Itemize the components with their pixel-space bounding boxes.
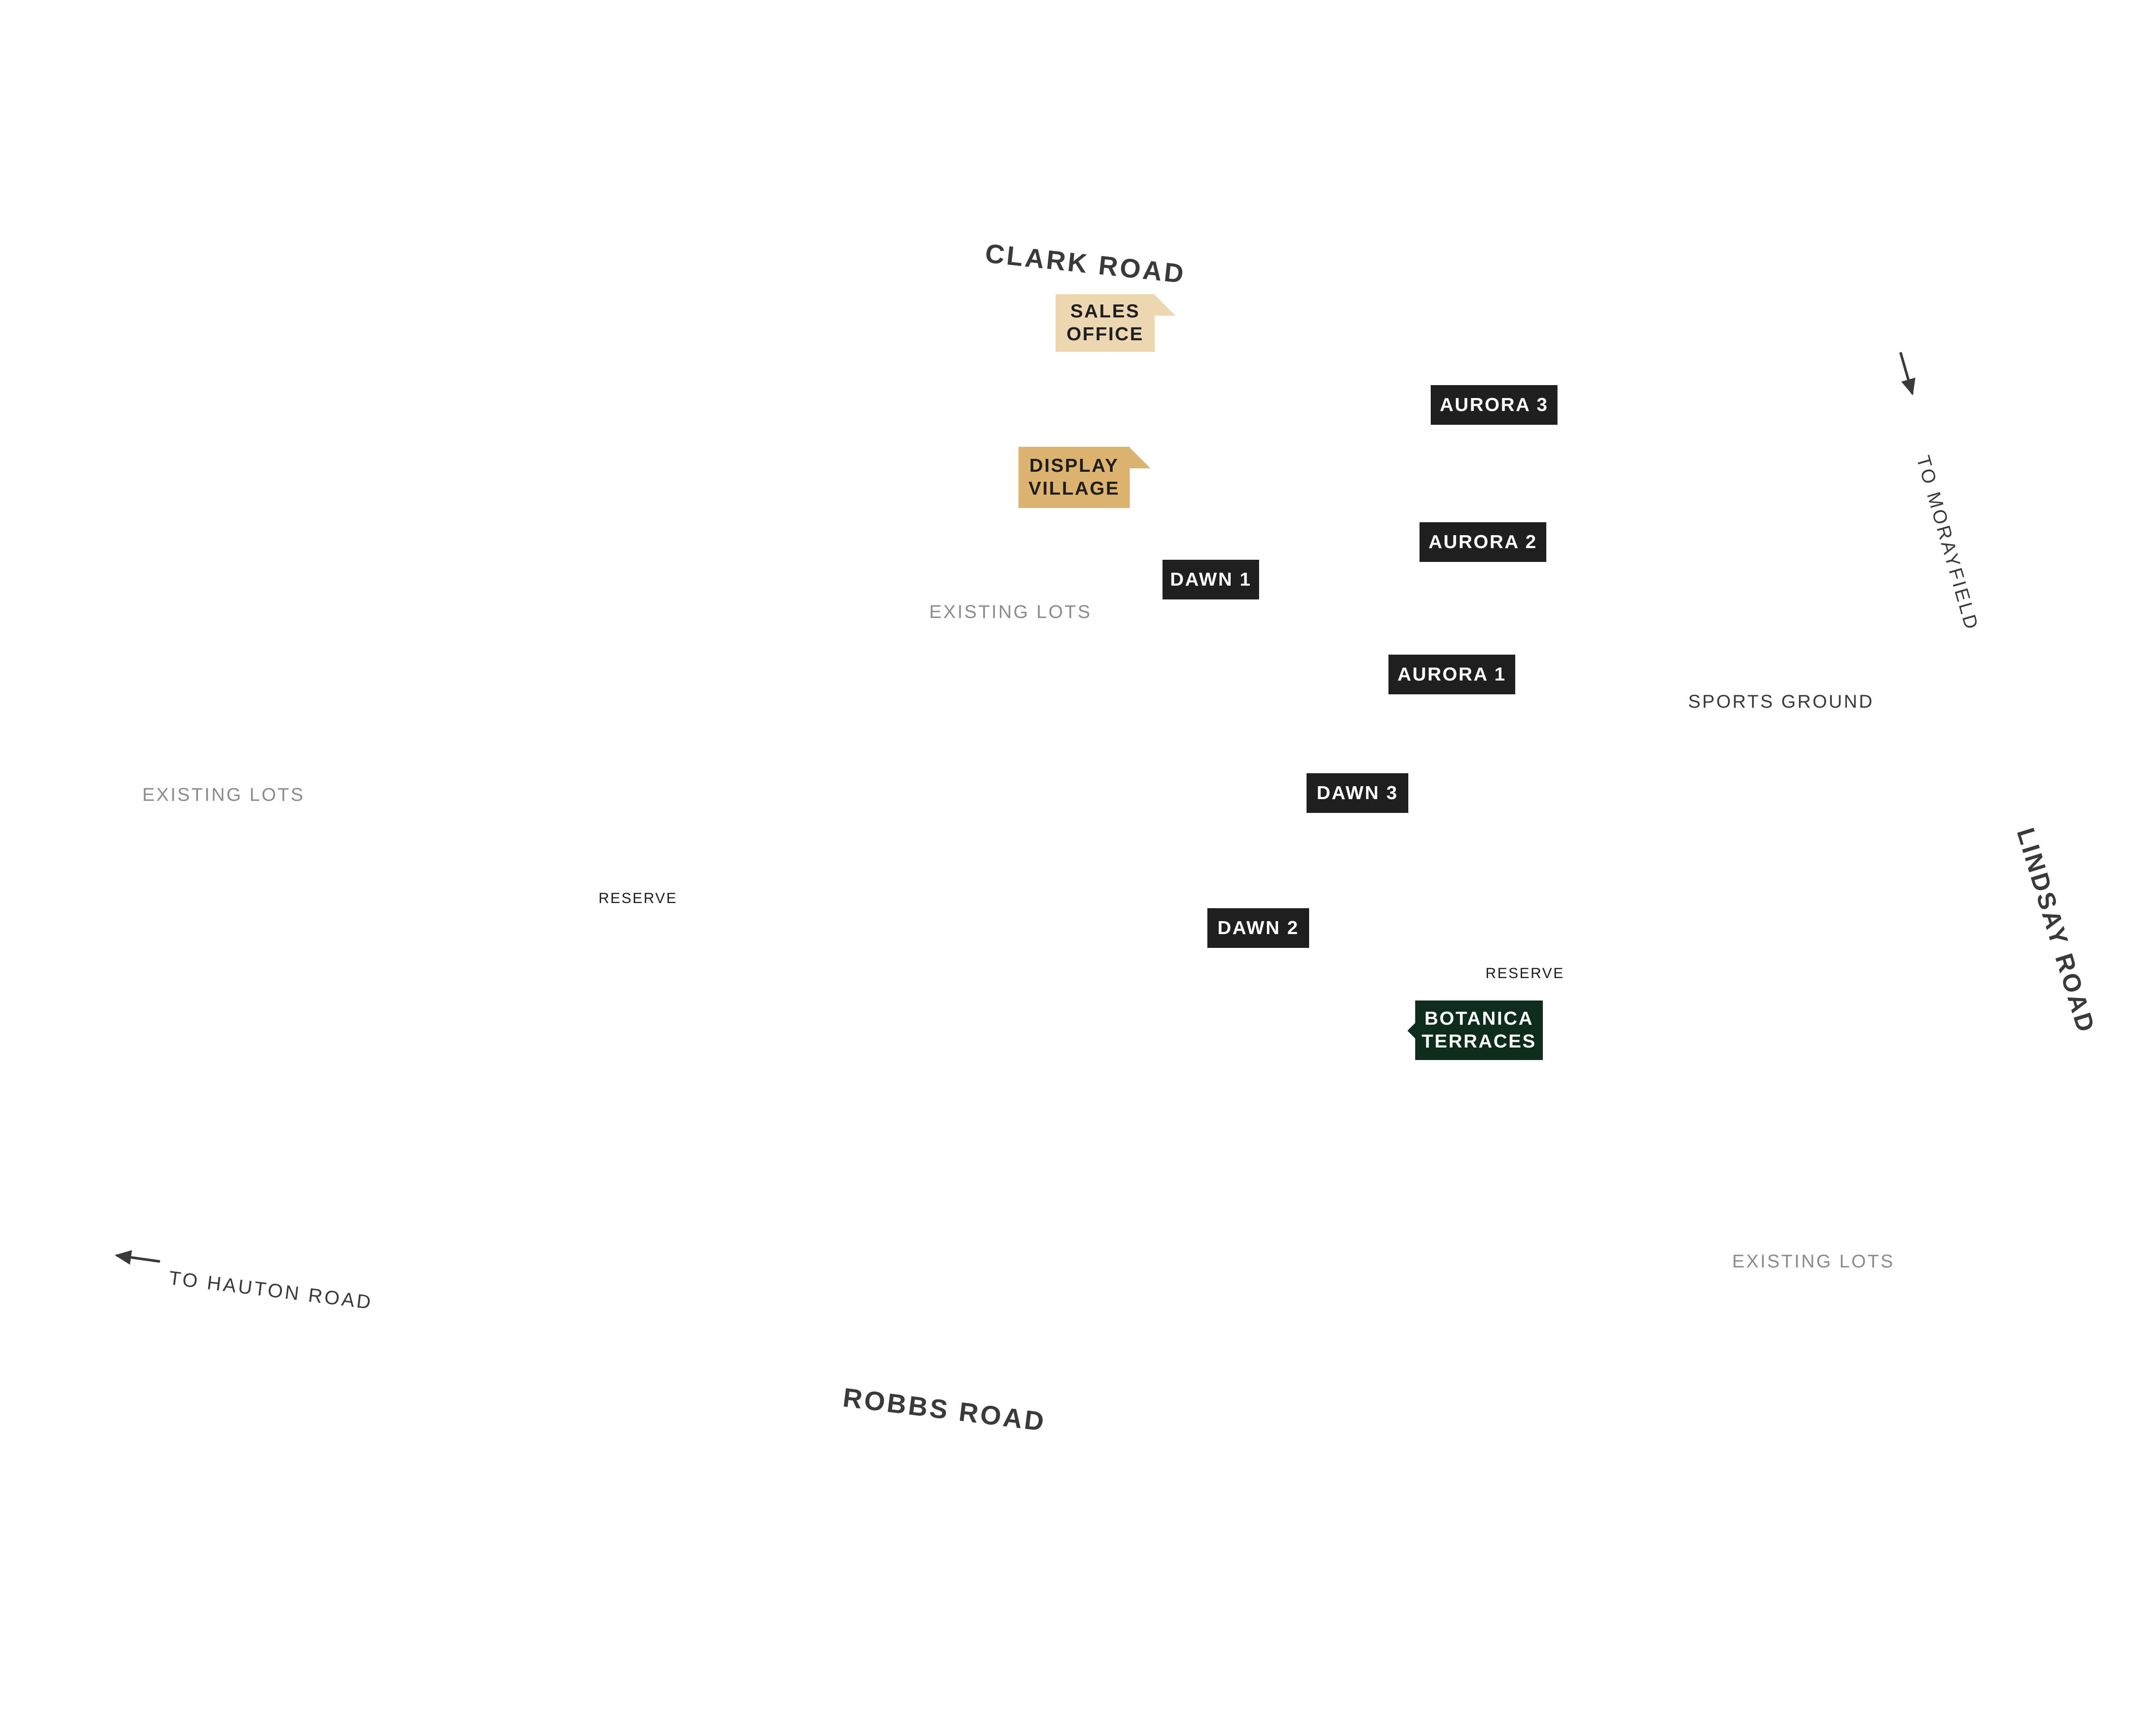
stage-tag-dawn-1[interactable]: DAWN 1 [1163, 560, 1259, 599]
existing-lots-label-center: EXISTING LOTS [929, 602, 1092, 622]
arrow-to-morayfield-icon [1899, 352, 1914, 394]
to-morayfield-label: TO MORAYFIELD [1912, 453, 1983, 634]
reserve-label-east: RESERVE [1485, 965, 1564, 982]
reserve-label-west: RESERVE [599, 890, 677, 906]
display-village-tag: DISPLAY VILLAGE [1018, 447, 1130, 508]
sales-office-tag: SALES OFFICE [1056, 294, 1155, 352]
existing-lots-label-southeast: EXISTING LOTS [1732, 1251, 1895, 1272]
sales-office-marker[interactable]: SALES OFFICE [1056, 294, 1176, 352]
to-hauton-road-label: TO HAUTON ROAD [167, 1267, 374, 1314]
botanica-terraces-line2: TERRACES [1421, 1031, 1537, 1052]
display-village-line2: VILLAGE [1028, 478, 1120, 499]
botanica-terraces-pointer [1407, 1022, 1416, 1039]
stage-tag-aurora-3[interactable]: AURORA 3 [1431, 385, 1557, 425]
stage-tag-dawn-3[interactable]: DAWN 3 [1307, 773, 1408, 813]
sales-office-flag-tail [1154, 294, 1175, 316]
display-village-flag-tail [1129, 447, 1150, 468]
clark-road-label: CLARK ROAD [984, 238, 1187, 289]
display-village-marker[interactable]: DISPLAY VILLAGE [1018, 447, 1152, 508]
display-village-line1: DISPLAY [1029, 455, 1119, 477]
botanica-terraces-marker[interactable]: BOTANICA TERRACES [1407, 1000, 1545, 1060]
stage-tag-aurora-2[interactable]: AURORA 2 [1420, 522, 1546, 562]
botanica-terraces-line1: BOTANICA [1424, 1008, 1534, 1029]
stage-tag-aurora-1[interactable]: AURORA 1 [1388, 655, 1515, 694]
robbs-road-label: ROBBS ROAD [841, 1383, 1048, 1437]
existing-lots-label-west: EXISTING LOTS [142, 784, 305, 805]
sales-office-line2: OFFICE [1066, 323, 1144, 345]
stage-tag-dawn-2[interactable]: DAWN 2 [1207, 908, 1309, 948]
sports-ground-label: SPORTS GROUND [1688, 691, 1874, 712]
arrow-to-hauton-road-icon [116, 1254, 160, 1263]
botanica-terraces-tag: BOTANICA TERRACES [1415, 1000, 1543, 1060]
lindsay-road-label: LINDSAY ROAD [2011, 825, 2101, 1037]
sales-office-line1: SALES [1070, 301, 1140, 322]
